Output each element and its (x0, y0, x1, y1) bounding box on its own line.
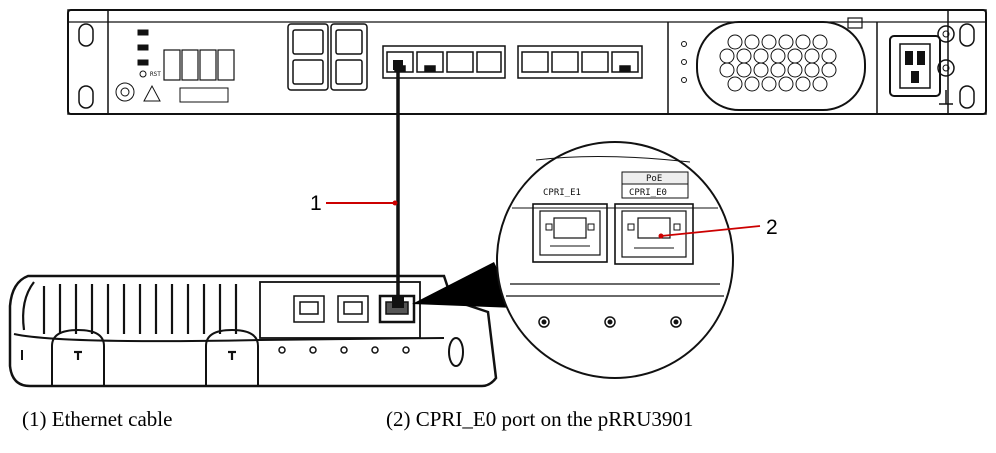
poe-tag-label: PoE (646, 174, 662, 184)
caption-cpri-e0-port: (2) CPRI_E0 port on the pRRU3901 (386, 407, 693, 432)
rack-device: RST (68, 10, 986, 114)
zoom-detail (497, 142, 733, 378)
port-label-cpri-e0: CPRI_E0 (629, 188, 667, 198)
port-label-cpri-e1: CPRI_E1 (543, 188, 581, 198)
prru-device (10, 276, 496, 386)
callout-number-2: 2 (766, 216, 778, 239)
svg-text:RST: RST (150, 71, 161, 78)
caption-ethernet-cable: (1) Ethernet cable (22, 407, 172, 432)
callout-number-1: 1 (310, 192, 322, 215)
